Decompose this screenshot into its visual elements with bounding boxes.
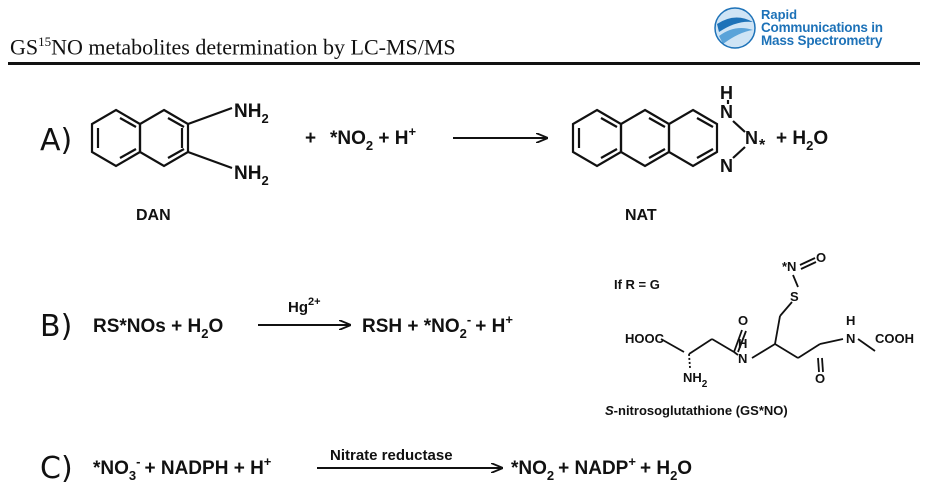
globe-logo-icon [714,7,756,49]
nh2-label: NH2 [683,370,708,390]
plus-a1: + [305,128,316,149]
hooc-label: HOOC [625,331,665,346]
condition-label: If R = G [614,277,660,292]
s-atom: S [790,289,799,304]
dan-structure [90,106,233,170]
nat-n1: N [720,102,733,122]
dan-nh2-top: NH [234,101,261,122]
nat-h: H [720,83,733,103]
gsno-bonds [660,257,876,373]
enzyme-label: Nitrate reductase [330,447,453,464]
amide-n2-h: H [846,313,855,328]
nat-n3: N [720,156,733,176]
nat-label: NAT [625,207,657,224]
dan-nh2-bottom: NH [234,163,261,184]
carbonyl-o1: O [738,313,748,328]
nitrate-right: *NO2+ NADP++ H2O [511,454,692,483]
gsno-caption: S-nitrosoglutathione (GS*NO) [605,403,788,418]
label-c: C) [40,451,73,486]
nat-structure [571,108,719,168]
journal-logo: Rapid Communications in Mass Spectrometr… [707,4,917,56]
n-star-atom: *N [782,259,796,274]
logo-line3: Mass Spectrometry [761,33,883,48]
logo-line1: Rapid [761,7,798,22]
svg-text:NH2: NH2 [234,163,269,188]
dan-label: DAN [136,207,171,224]
nat-star: * [759,137,766,154]
nitrate-left: *NO3-+ NADPH + H+ [93,454,272,483]
amide-n1-h: H [738,336,747,351]
page-title: GS15NO metabolites determination by LC-M… [10,34,456,60]
amide-n1: N [738,351,747,366]
rsh-right: RSH + *NO2-+ H+ [362,312,513,341]
svg-text:NH2: NH2 [234,101,269,126]
header-divider [8,62,920,65]
label-a: A) [40,123,72,158]
h2o-a: + H2O [776,128,828,153]
logo-line2: Communications in [761,20,883,35]
amide-n2: N [846,331,855,346]
nat-n2: N [745,128,758,148]
no2-a: *NO2 + H+ [330,124,417,153]
nitroso-o: O [816,250,826,265]
carbonyl-o2: O [815,371,825,386]
rsno-left: RS*NOs + H2O [93,316,223,341]
label-b: B) [40,309,72,344]
cooh-label: COOH [875,331,914,346]
hg-catalyst: Hg2+ [288,296,321,316]
